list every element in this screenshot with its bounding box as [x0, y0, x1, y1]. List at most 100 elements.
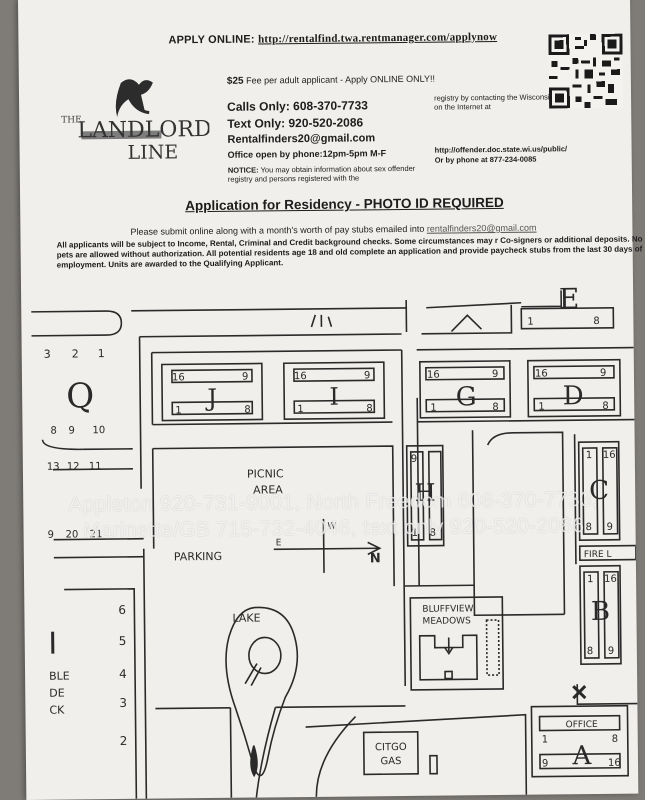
building-b: B 1 16 8 9	[579, 564, 622, 665]
text-only: Text Only: 920-520-2086	[227, 115, 364, 131]
building-h: H 9 1 8	[405, 444, 445, 547]
building-j-num: 16	[172, 372, 185, 383]
road-edge	[417, 418, 635, 423]
building-a: OFFICE A 1 8 9 16	[530, 704, 629, 778]
bluffview-arrow	[444, 637, 454, 655]
sketch-roof	[450, 314, 483, 333]
office-label: OFFICE	[566, 720, 598, 730]
tree-icon	[250, 745, 258, 778]
road-edge	[305, 713, 528, 795]
citgo-gas: CITGO GAS	[362, 731, 438, 776]
bluffview-door	[444, 670, 453, 680]
building-i-outline	[283, 361, 386, 421]
building-h-num: 9	[411, 454, 417, 465]
building-c-outline	[577, 440, 621, 541]
road-edge	[521, 290, 563, 308]
lake-outline	[225, 606, 299, 777]
lake-dock	[244, 663, 262, 686]
x-mark	[572, 685, 587, 700]
area-label: AREA	[253, 483, 283, 496]
building-b-left-col	[583, 571, 600, 659]
lot-number: 9	[48, 530, 54, 541]
compass: W E N	[273, 518, 382, 573]
gas-label: GAS	[380, 756, 401, 767]
road-edge	[471, 430, 565, 617]
building-h-num: 1	[412, 528, 418, 539]
lot-number: 12	[67, 461, 80, 472]
building-a-bottom-row	[539, 752, 621, 770]
bluffview-outline	[409, 596, 505, 691]
lot-number: 5	[119, 634, 127, 648]
logo-the: THE	[61, 115, 82, 125]
building-d-num: 8	[602, 401, 608, 412]
building-e-letter: E	[559, 284, 580, 316]
cut-off-text: BLE	[49, 669, 70, 682]
building-c-letter: C	[589, 476, 609, 506]
road-edge	[139, 333, 402, 338]
road-edge	[416, 346, 634, 351]
building-q-letter: Q	[66, 376, 94, 416]
picnic-area-edge	[152, 445, 395, 587]
road-edge	[486, 431, 566, 615]
landlord-line-logo: THE LANDLORD LINE	[61, 79, 210, 164]
building-a-num: 9	[542, 758, 548, 769]
road-edge	[53, 555, 144, 559]
compass-arrow	[367, 541, 382, 556]
building-d-bottom-row	[533, 396, 616, 412]
submit-instructions: Please submit online along with a month'…	[130, 223, 536, 237]
fee-text: Fee per adult applicant - Apply ONLINE O…	[246, 73, 436, 86]
notice: NOTICE: You may obtain information about…	[228, 164, 423, 184]
building-b-num: 1	[587, 574, 593, 585]
building-a-outline	[530, 704, 629, 778]
building-b-right-col	[603, 570, 620, 659]
building-h-left-col	[409, 450, 425, 541]
meadows-label: MEADOWS	[422, 616, 471, 627]
road-edge	[150, 352, 154, 425]
building-i-top-row	[293, 367, 375, 382]
building-i-num: 8	[366, 403, 372, 414]
apply-online-url: http://rentalfind.twa.rentmanager.com/ap…	[257, 30, 498, 46]
lot-number: 2	[120, 734, 128, 748]
building-i-num: 1	[297, 404, 303, 415]
lake-pond	[248, 636, 282, 675]
citgo-sign	[429, 754, 438, 775]
logo-line: LINE	[127, 141, 178, 164]
notice-label: NOTICE:	[227, 165, 259, 175]
building-i-letter: I	[329, 383, 339, 411]
lot-number: 20	[66, 529, 79, 540]
building-g-num: 1	[430, 403, 436, 414]
building-g-bottom-row	[425, 398, 506, 413]
building-a-num: 16	[608, 758, 621, 769]
road-edge	[315, 715, 357, 797]
citgo-label: CITGO	[375, 742, 407, 753]
road-edge	[53, 537, 144, 541]
building-j: J 16 9 1 8	[161, 362, 264, 422]
building-g-num: 8	[492, 402, 498, 413]
building-j-num: 8	[244, 405, 250, 416]
picnic-area-edge	[151, 448, 155, 549]
building-i: I 16 9 1 8	[283, 361, 386, 421]
lot-number: 11	[89, 461, 102, 472]
building-d-letter: D	[563, 381, 584, 411]
apply-online-label: APPLY ONLINE:	[168, 33, 255, 47]
road-edge	[275, 705, 406, 709]
building-d-num: 1	[538, 402, 544, 413]
road-edge	[142, 548, 148, 799]
building-g-letter: G	[456, 382, 477, 412]
building-a-letter: A	[571, 741, 592, 771]
compass-n: N	[370, 551, 381, 566]
fire-lane-box	[578, 544, 637, 561]
bluffview-sign	[485, 619, 500, 676]
building-i-num: 16	[294, 371, 307, 382]
building-c-left-col	[581, 447, 599, 535]
lot-number: 3	[44, 348, 51, 361]
building-b-num: 9	[608, 646, 614, 657]
building-b-outline	[579, 564, 622, 665]
bluffview-meadows: BLUFFVIEW MEADOWS	[409, 596, 505, 691]
building-g-outline	[419, 360, 512, 419]
building-j-letter: J	[204, 384, 217, 412]
building-c-num: 8	[585, 522, 591, 533]
building-j-outline	[161, 362, 264, 422]
compass-e: E	[276, 538, 282, 548]
building-h-outline	[405, 444, 445, 547]
